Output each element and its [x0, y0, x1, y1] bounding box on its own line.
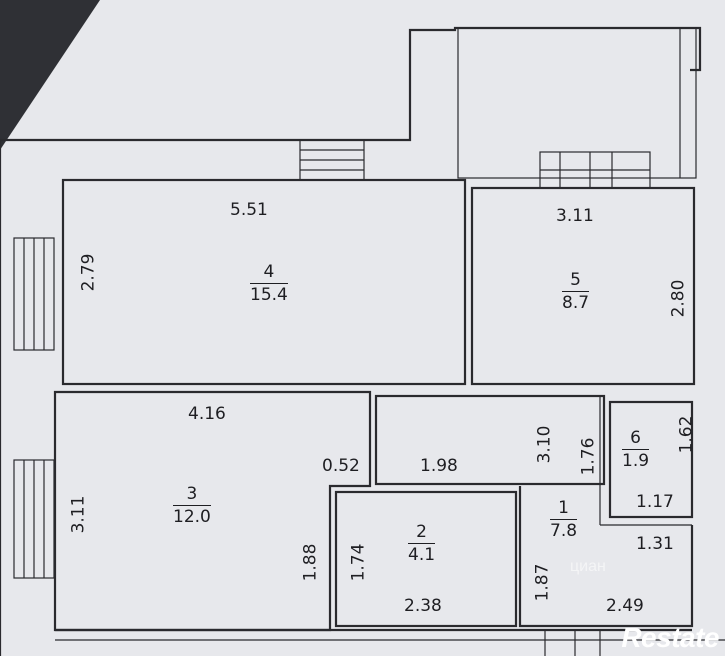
dim-room4-width: 5.51 — [230, 200, 268, 220]
restate-logo: Restate — [621, 622, 719, 653]
dim-room3-inner: 1.88 — [300, 543, 321, 582]
dim-room5-height: 2.80 — [668, 279, 689, 318]
outer-wall-top — [0, 26, 702, 142]
room-5-walls — [470, 186, 696, 386]
dim-room6-height: 1.62 — [676, 415, 697, 454]
window-left-top — [13, 237, 55, 351]
dim-room3-width: 4.16 — [188, 404, 226, 424]
dim-room2-height: 1.74 — [348, 543, 369, 582]
stairs-balcony — [539, 151, 651, 189]
dim-room4-height: 2.79 — [78, 253, 99, 292]
balcony-outline — [457, 27, 697, 179]
dim-room1-height: 1.87 — [532, 563, 553, 602]
room-1-walls — [518, 486, 694, 628]
dim-room2-width: 2.38 — [404, 596, 442, 616]
dim-room3-step: 0.52 — [322, 456, 360, 476]
dim-room3-height: 3.11 — [68, 495, 89, 534]
hall-walls — [374, 394, 606, 486]
cian-watermark: циан — [570, 558, 606, 575]
dim-room1-width: 1.31 — [636, 534, 674, 554]
dim-hall-depth: 3.10 — [534, 425, 555, 464]
dim-room6-width: 1.17 — [636, 492, 674, 512]
room-6-walls — [608, 400, 694, 519]
dim-hall-width: 1.98 — [420, 456, 458, 476]
room-4-walls — [61, 178, 467, 386]
dim-room1-bottom: 2.49 — [606, 596, 644, 616]
dim-hall-side: 1.76 — [578, 437, 599, 476]
room-2-walls — [334, 490, 518, 628]
dim-room5-width: 3.11 — [556, 206, 594, 226]
